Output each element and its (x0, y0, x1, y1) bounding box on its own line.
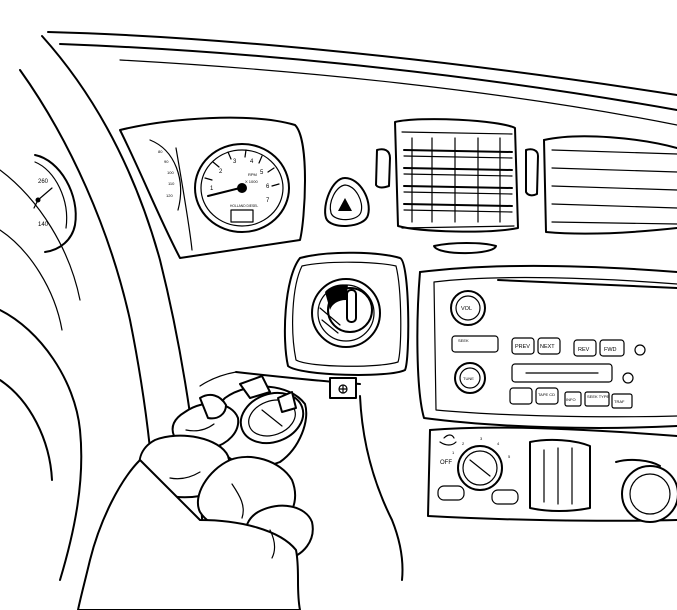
speed-tick-90: 90 (164, 159, 169, 164)
tune-knob-label: TUNE (463, 376, 474, 381)
tacho-2: 2 (219, 169, 223, 175)
speedo-label-140: 140 (38, 222, 49, 228)
seek-button-label: SEEK (458, 338, 469, 343)
fan-speed-5: 5 (508, 454, 511, 459)
fan-speed-3: 3 (480, 436, 483, 441)
center-air-vent (375, 118, 539, 255)
speed-tick-80: 80 (158, 149, 163, 154)
speedo-scale-right: 80 90 100 110 120 (149, 139, 182, 211)
seek-type-button-label: SEEK TYPE (587, 394, 609, 399)
hvac-off-label: OFF (440, 460, 452, 466)
rev-button-label: REV (578, 347, 590, 353)
tacho-6: 6 (266, 184, 270, 190)
tacho-3: 3 (233, 159, 237, 165)
hvac-panel: OFF 1 2 3 4 5 (427, 426, 677, 523)
radio-unit: VOL SEEK PREV NEXT REV FWD TUNE TAPE CD … (416, 264, 677, 429)
tacho-rpm-label: RPM (248, 172, 257, 177)
speed-tick-120: 120 (166, 193, 173, 198)
hazard-triangle-icon (338, 198, 352, 211)
speed-tick-100: 100 (167, 170, 174, 175)
tacho-x1000-label: X 1000 (245, 179, 258, 184)
traf-button-label: TRAF (614, 399, 625, 404)
speedo-label-260: 260 (38, 179, 49, 185)
tacho-footer-label: HOLLAND DIESEL (230, 204, 258, 208)
fan-speed-1: 1 (452, 450, 455, 455)
tachometer: 1 2 3 4 5 6 7 RPM X 1000 HOLLAND DIESEL (194, 143, 290, 233)
tacho-5: 5 (260, 170, 264, 176)
fan-speed-2: 2 (462, 441, 465, 446)
hazard-button (324, 177, 370, 227)
fan-speed-4: 4 (497, 441, 500, 446)
right-air-vent (543, 135, 677, 235)
tacho-1: 1 (210, 186, 214, 192)
next-button-label: NEXT (540, 344, 555, 350)
prev-button-label: PREV (515, 344, 530, 350)
tacho-7: 7 (266, 198, 270, 204)
speed-tick-110: 110 (168, 181, 175, 186)
hand-with-cylinder (77, 375, 314, 610)
tape-cd-button-label: TAPE CD (538, 392, 555, 397)
speedometer: 260 140 (33, 154, 77, 253)
dash-top (47, 31, 677, 126)
vol-knob-label: VOL (461, 306, 472, 312)
info-button-label: INFO (566, 397, 576, 402)
fwd-button-label: FWD (604, 347, 617, 353)
lower-dash (199, 371, 404, 581)
ignition-housing (235, 251, 410, 399)
instrument-cluster: 260 140 80 90 100 110 120 1 2 3 4 5 6 7 … (33, 116, 306, 259)
tacho-4: 4 (250, 159, 254, 165)
